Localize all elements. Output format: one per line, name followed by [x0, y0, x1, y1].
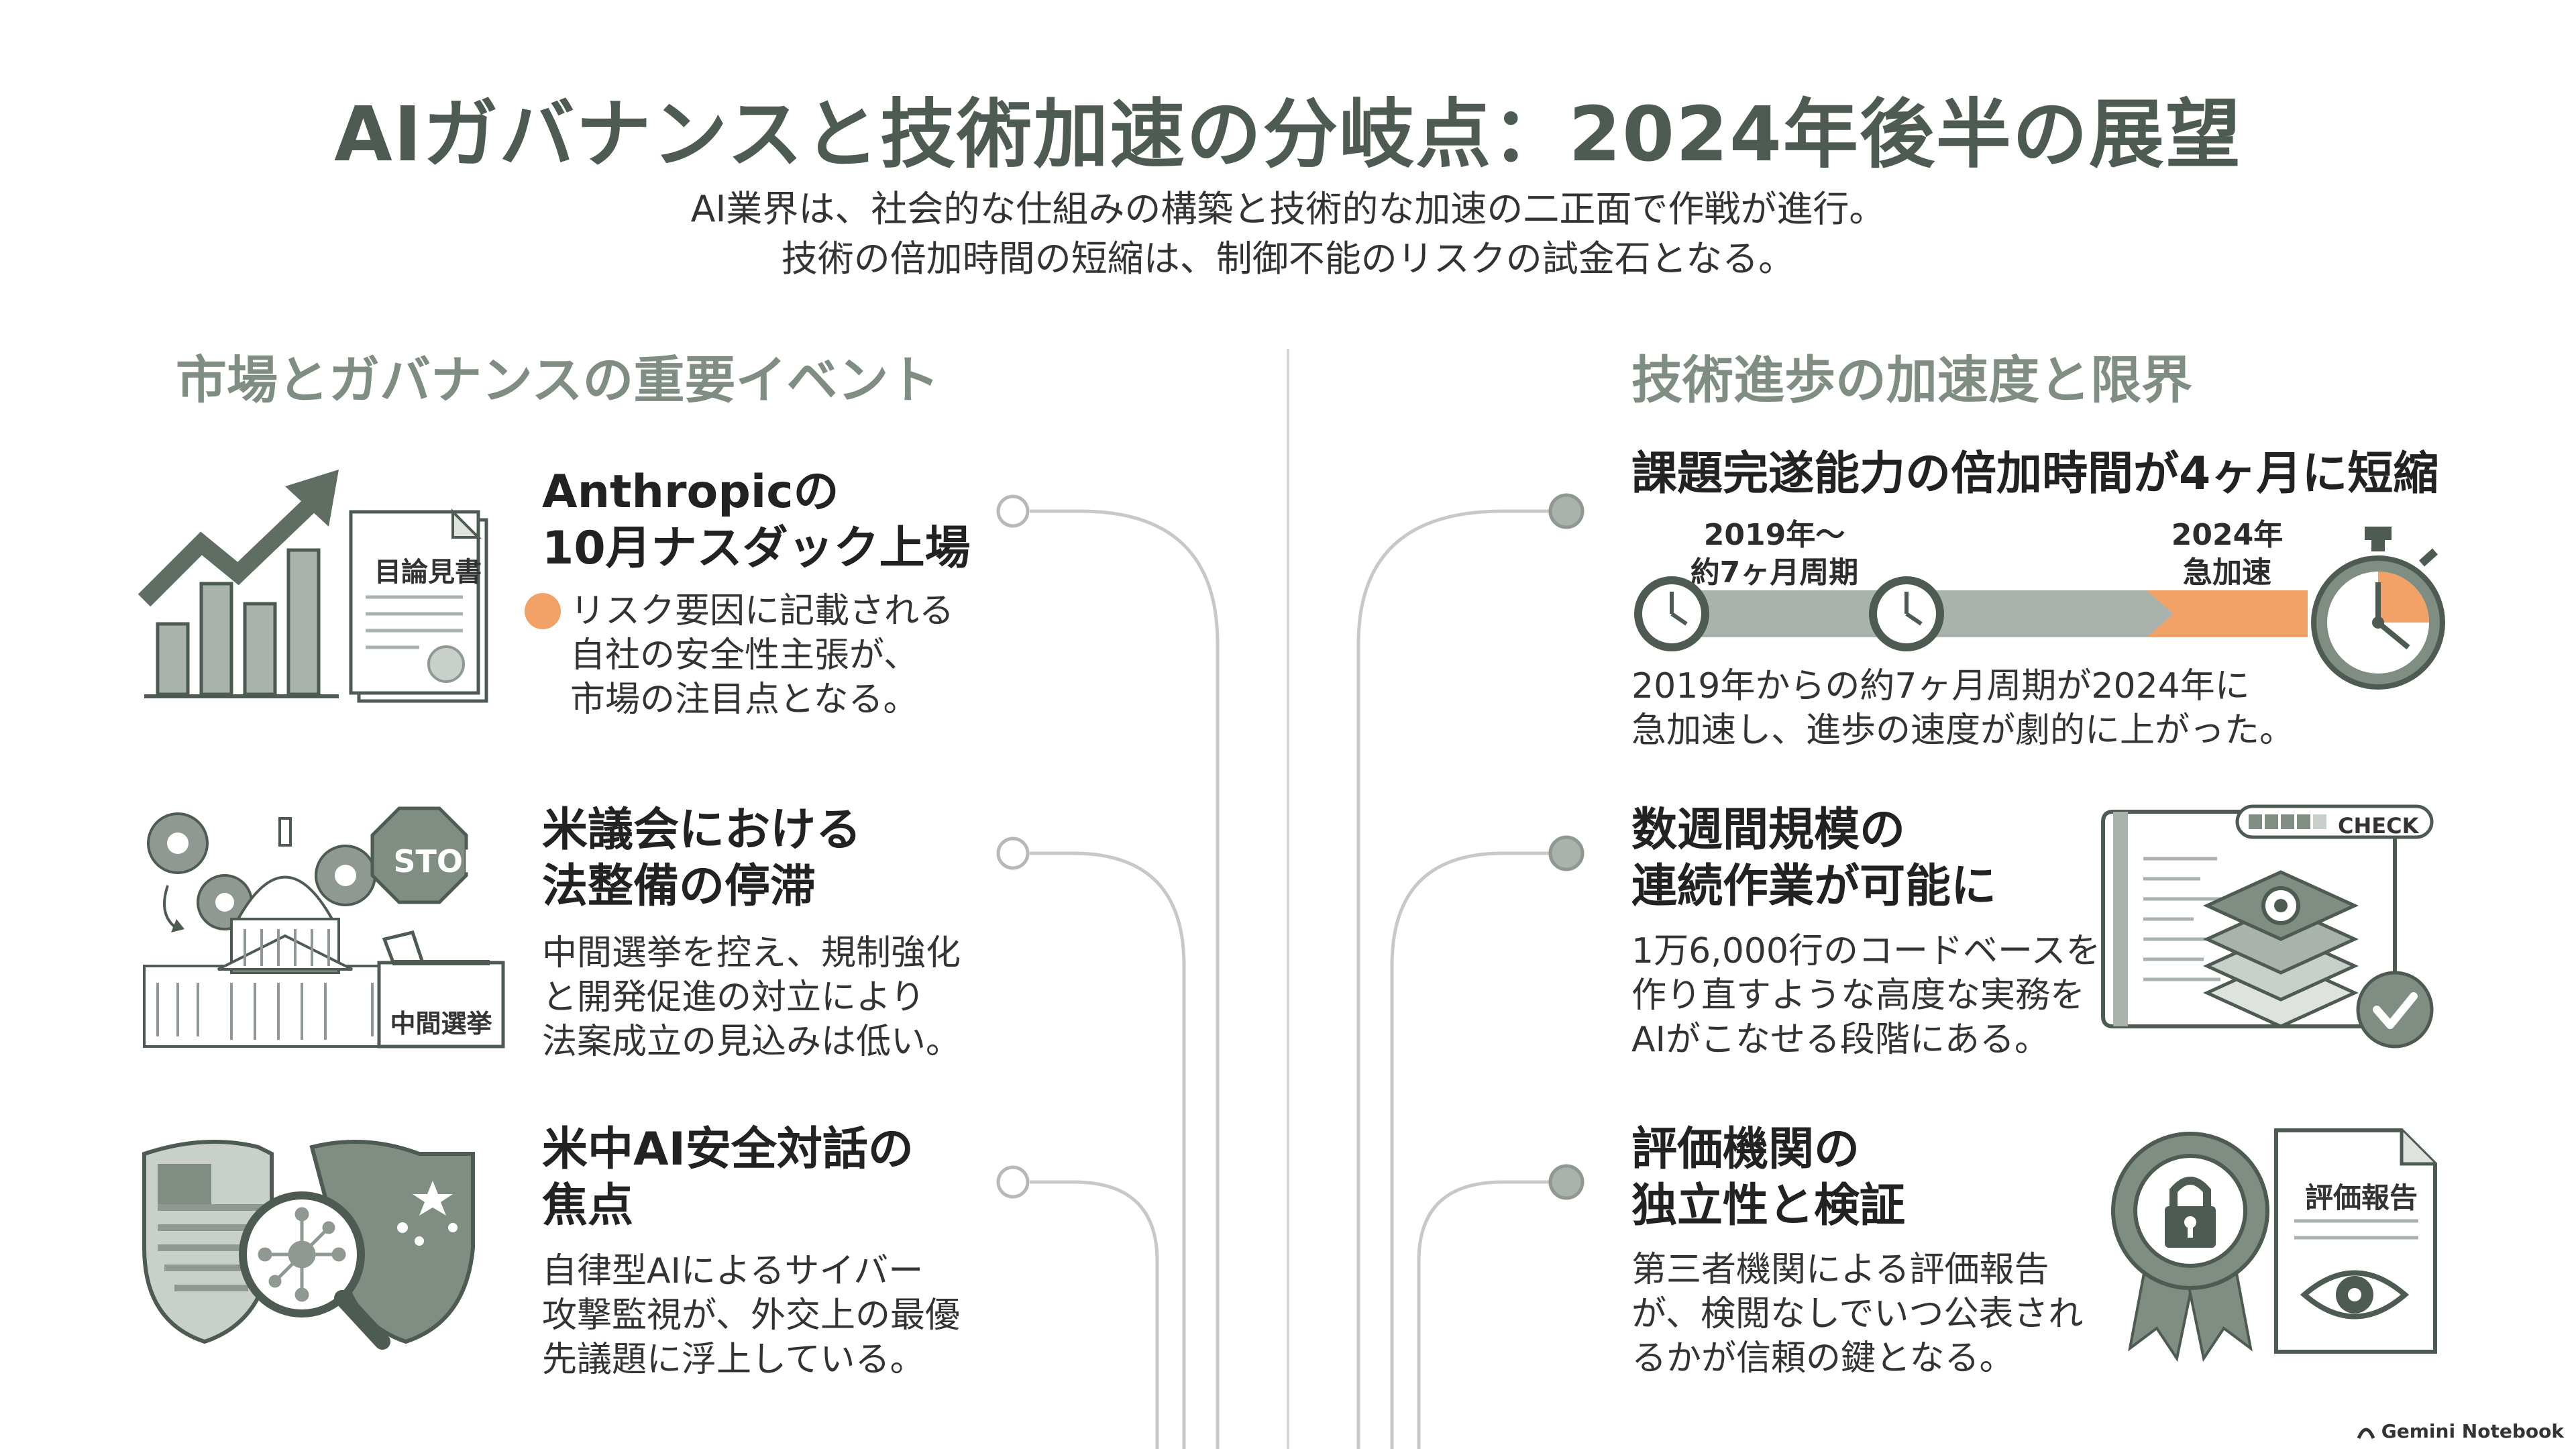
check-label: CHECK: [2338, 813, 2419, 839]
stop-sign-label: STOP: [393, 843, 486, 879]
event-title-longtask: 数週間規模の 連続作業が可能に: [1631, 802, 1996, 915]
ipo-growth-chart-icon: [138, 470, 488, 703]
clock-icon: [1869, 576, 1944, 651]
event-body-line: と開発促進の対立により: [542, 977, 925, 1018]
timeline-label-line: 2024年: [2171, 518, 2284, 552]
timeline-label-line: 2019年〜: [1703, 518, 1845, 552]
event-title-line: 法整備の停滞: [542, 860, 816, 913]
event-title-line: 評価機関の: [1631, 1123, 1860, 1176]
event-title-congress: 米議会における 法整備の停滞: [542, 802, 861, 915]
left-column-heading: 市場とガバナンスの重要イベント: [176, 350, 940, 410]
event-title-line: 独立性と検証: [1631, 1179, 1906, 1232]
event-title-doubling: 課題完遂能力の倍加時間が4ヶ月に短縮: [1631, 447, 2439, 500]
event-body-line: AIがこなせる段階にある。: [1631, 1020, 2049, 1060]
event-body-longtask: 1万6,000行のコードベースを 作り直すような高度な実務を AIがこなせる段階…: [1631, 929, 2100, 1062]
event-body-line: 急加速し、進歩の速度が劇的に上がった。: [1631, 710, 2295, 751]
subtitle-line: 技術の倍加時間の短縮は、制御不能のリスクの試金石となる。: [781, 237, 1795, 280]
center-divider: [1287, 349, 1289, 1449]
event-title-uschina: 米中AI安全対話の 焦点: [542, 1122, 914, 1234]
branding-footer: Gemini Notebook: [2357, 1420, 2564, 1442]
event-body-line: 第三者機関による評価報告: [1631, 1250, 2049, 1290]
event-body-uschina: 自律型AIによるサイバー 攻撃監視が、外交上の最優 先議題に浮上している。: [542, 1249, 960, 1382]
us-china-shield-icon: [142, 1140, 475, 1350]
event-body-doubling: 2019年からの約7ヶ月周期が2024年に 急加速し、進歩の速度が劇的に上がった…: [1631, 664, 2294, 753]
event-body-line: 1万6,000行のコードベースを: [1631, 931, 2101, 971]
event-body-ipo: リスク要因に記載される 自社の安全性主張が、 市場の注目点となる。: [570, 589, 954, 722]
event-body-line: 自律型AIによるサイバー: [542, 1251, 924, 1291]
timeline-label-line: 約7ヶ月周期: [1690, 555, 1859, 590]
event-body-line: 作り直すような高度な実務を: [1631, 975, 2086, 1016]
event-body-line: 自社の安全性主張が、: [570, 635, 918, 676]
orange-bullet: [525, 593, 561, 632]
event-body-line: るかが信頼の鍵となる。: [1631, 1338, 2015, 1379]
event-title-line: 米中AI安全対話の: [542, 1123, 914, 1176]
event-title-line: 数週間規模の: [1631, 804, 1906, 857]
prospectus-label: 目論見書: [374, 557, 482, 588]
event-body-line: 先議題に浮上している。: [542, 1340, 925, 1380]
event-body-line: 中間選挙を控え、規制強化: [542, 933, 961, 973]
branding-text: Gemini Notebook: [2381, 1420, 2564, 1442]
report-doc-label: 評価報告: [2304, 1181, 2418, 1214]
right-column-heading: 技術進歩の加速度と限界: [1631, 350, 2192, 410]
midterm-box-label: 中間選挙: [390, 1009, 492, 1038]
stopwatch-icon: [2311, 527, 2445, 690]
event-body-line: 市場の注目点となる。: [570, 680, 918, 720]
event-body-congress: 中間選挙を控え、規制強化 と開発促進の対立により 法案成立の見込みは低い。: [542, 931, 961, 1064]
event-body-evaluator: 第三者機関による評価報告 が、検閲なしでいつ公表され るかが信頼の鍵となる。: [1631, 1248, 2083, 1381]
event-title-line: 10月ナスダック上場: [542, 522, 971, 575]
clock-icon: [1634, 576, 1709, 651]
code-layers-icon: [2101, 804, 2434, 1049]
event-title-ipo: Anthropicの 10月ナスダック上場: [542, 464, 971, 577]
event-title-line: 米議会における: [542, 804, 862, 857]
event-body-line: 法案成立の見込みは低い。: [542, 1022, 961, 1062]
timeline-end-label: 2024年 急加速: [2133, 517, 2321, 592]
event-body-line: 攻撃監視が、外交上の最優: [542, 1295, 960, 1336]
event-title-line: 焦点: [542, 1179, 634, 1232]
event-title-evaluator: 評価機関の 独立性と検証: [1631, 1122, 1905, 1234]
lock-badge-report-icon: [2111, 1128, 2437, 1362]
subtitle-line: AI業界は、社会的な仕組みの構築と技術的な加速の二正面で作戦が進行。: [690, 188, 1886, 230]
event-title-line: Anthropicの: [542, 466, 839, 519]
event-body-line: リスク要因に記載される: [570, 591, 955, 631]
timeline-label-line: 急加速: [2183, 555, 2271, 590]
capitol-building-icon: [143, 806, 505, 1049]
gemini-logo-icon: [2357, 1428, 2375, 1440]
event-title-line: 連続作業が可能に: [1631, 860, 1997, 913]
page-subtitle: AI業界は、社会的な仕組みの構築と技術的な加速の二正面で作戦が進行。 技術の倍加…: [0, 184, 2576, 284]
timeline-start-label: 2019年〜 約7ヶ月周期: [1680, 517, 1868, 592]
event-body-line: 2019年からの約7ヶ月周期が2024年に: [1631, 666, 2250, 706]
acceleration-timeline: [1634, 527, 2445, 690]
event-body-line: が、検閲なしでいつ公表され: [1631, 1294, 2084, 1334]
page-title: AIガバナンスと技術加速の分岐点：2024年後半の展望: [334, 91, 2242, 178]
